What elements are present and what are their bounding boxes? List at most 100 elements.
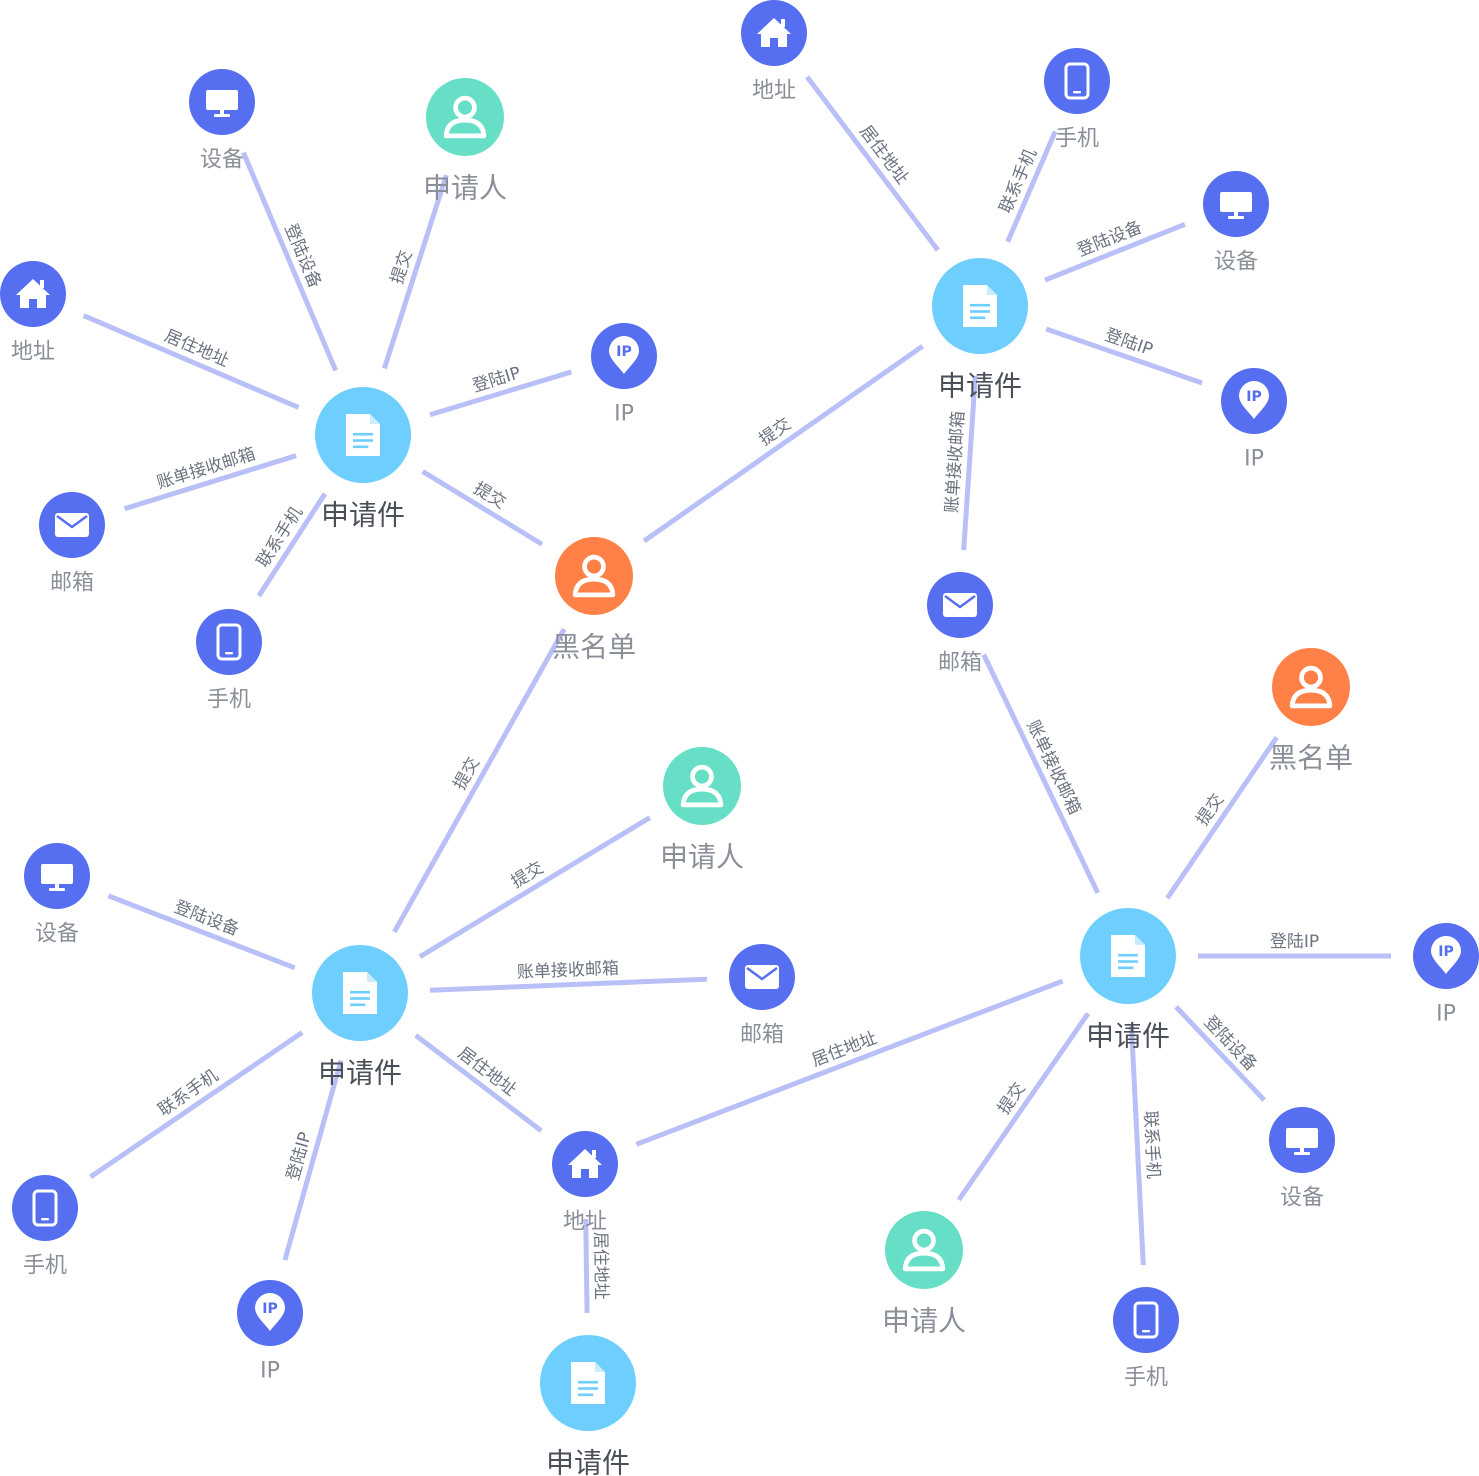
edge-line bbox=[414, 1033, 543, 1133]
node-ip-ip3[interactable]: IP IP bbox=[237, 1280, 303, 1384]
edge-app1-mail1: 账单接收邮箱 bbox=[123, 444, 297, 512]
ip-glyph: IP bbox=[1246, 389, 1261, 405]
node-email-mail2[interactable]: 邮箱 bbox=[927, 572, 993, 676]
edge-line bbox=[805, 75, 940, 252]
node-applicant-ap1[interactable]: 申请人 bbox=[423, 78, 507, 205]
node-label: 申请件 bbox=[546, 1447, 630, 1476]
edge-app4-ap3: 提交 bbox=[956, 1012, 1091, 1202]
node-label: 手机 bbox=[23, 1254, 67, 1279]
edge-line bbox=[1174, 1005, 1267, 1102]
node-application-app2[interactable]: 申请件 bbox=[932, 258, 1028, 403]
node-label: 手机 bbox=[1124, 1366, 1168, 1391]
node-label: 邮箱 bbox=[938, 651, 982, 676]
node-application-app4[interactable]: 申请件 bbox=[1080, 908, 1176, 1053]
phone-icon bbox=[32, 1189, 58, 1227]
edge-label: 登陆IP bbox=[470, 363, 523, 396]
envelope-icon bbox=[55, 513, 89, 537]
node-application-app3[interactable]: 申请件 bbox=[312, 945, 408, 1090]
edge-app3-addr3: 居住地址 bbox=[414, 1033, 543, 1133]
edge-bl1-app2: 提交 bbox=[642, 344, 925, 544]
node-blacklist-bl2[interactable]: 黑名单 bbox=[1269, 648, 1353, 775]
node-phone-ph4[interactable]: 手机 bbox=[1113, 1287, 1179, 1391]
edge-mail2-app4: 账单接收邮箱 bbox=[981, 653, 1101, 894]
edge-line bbox=[956, 1012, 1091, 1202]
node-phone-ph2[interactable]: 手机 bbox=[1044, 48, 1110, 152]
node-label: 邮箱 bbox=[740, 1023, 784, 1048]
ip-pin-icon: IP bbox=[255, 1293, 285, 1331]
envelope-icon bbox=[745, 965, 779, 989]
person-icon bbox=[902, 1228, 946, 1272]
monitor-icon bbox=[1286, 1128, 1318, 1155]
edge-line bbox=[429, 976, 708, 993]
node-device-dev4[interactable]: 设备 bbox=[1269, 1107, 1335, 1211]
node-circle[interactable] bbox=[196, 609, 262, 675]
person-icon bbox=[443, 95, 487, 139]
edge-line bbox=[961, 375, 978, 551]
edge-label: 提交 bbox=[508, 858, 547, 893]
document-icon bbox=[571, 1362, 605, 1404]
node-phone-ph1[interactable]: 手机 bbox=[196, 609, 262, 713]
node-label: 申请件 bbox=[1086, 1020, 1170, 1053]
node-device-dev1[interactable]: 设备 bbox=[189, 69, 255, 173]
edge-line bbox=[1005, 130, 1058, 243]
edge-label: 登陆IP bbox=[1270, 932, 1319, 952]
edge-line bbox=[89, 1030, 304, 1180]
edge-label: 联系手机 bbox=[1140, 1110, 1163, 1179]
node-label: 地址 bbox=[11, 340, 55, 365]
phone-icon bbox=[216, 623, 242, 661]
house-icon bbox=[568, 1149, 602, 1178]
ip-pin-icon: IP bbox=[1239, 381, 1269, 419]
node-circle[interactable] bbox=[1044, 48, 1110, 114]
edge-line bbox=[123, 453, 297, 512]
edge-label: 居住地址 bbox=[590, 1232, 611, 1300]
edge-line bbox=[429, 369, 573, 418]
node-label: 申请件 bbox=[321, 499, 405, 532]
ip-pin-icon: IP bbox=[609, 336, 639, 374]
node-email-mail1[interactable]: 邮箱 bbox=[39, 492, 105, 596]
node-label: 黑名单 bbox=[552, 631, 636, 664]
node-label: IP bbox=[1244, 447, 1264, 472]
node-ip-ip1[interactable]: IP IP bbox=[591, 323, 657, 427]
node-applicant-ap2[interactable]: 申请人 bbox=[660, 747, 744, 874]
edge-label: 提交 bbox=[1193, 790, 1229, 829]
edge-app4-bl2: 提交 bbox=[1165, 736, 1279, 900]
node-application-app1[interactable]: 申请件 bbox=[315, 387, 411, 532]
edge-line bbox=[256, 492, 328, 598]
node-address-addr1[interactable]: 地址 bbox=[0, 261, 66, 365]
node-blacklist-bl1[interactable]: 黑名单 bbox=[552, 537, 636, 664]
node-label: 设备 bbox=[1214, 250, 1258, 275]
node-phone-ph3[interactable]: 手机 bbox=[12, 1175, 78, 1279]
ip-glyph: IP bbox=[1438, 944, 1453, 960]
node-circle[interactable] bbox=[1113, 1287, 1179, 1353]
edge-line bbox=[981, 653, 1101, 894]
node-circle[interactable] bbox=[12, 1175, 78, 1241]
node-label: IP bbox=[614, 402, 634, 427]
node-applicant-ap3[interactable]: 申请人 bbox=[882, 1211, 966, 1338]
node-address-addr3[interactable]: 地址 bbox=[552, 1131, 618, 1235]
edge-label: 提交 bbox=[756, 414, 795, 450]
edge-line bbox=[635, 978, 1064, 1147]
edge-app3-ip3: 登陆IP bbox=[282, 1059, 344, 1261]
edge-app1-ph1: 联系手机 bbox=[253, 492, 328, 598]
edge-line bbox=[1044, 222, 1186, 283]
node-label: 申请人 bbox=[660, 841, 744, 874]
node-label: 黑名单 bbox=[1269, 742, 1353, 775]
phone-icon bbox=[1133, 1301, 1159, 1339]
edge-line bbox=[392, 627, 567, 934]
node-device-dev3[interactable]: 设备 bbox=[24, 843, 90, 947]
edge-line bbox=[642, 344, 925, 544]
node-ip-ip2[interactable]: IP IP bbox=[1221, 368, 1287, 472]
edge-line bbox=[381, 174, 449, 370]
node-device-dev2[interactable]: 设备 bbox=[1203, 171, 1269, 275]
node-label: IP bbox=[260, 1359, 280, 1384]
node-email-mail3[interactable]: 邮箱 bbox=[729, 944, 795, 1048]
edge-addr3-app4: 居住地址 bbox=[635, 978, 1064, 1147]
edge-app2-ip2: 登陆IP bbox=[1045, 325, 1203, 386]
person-icon bbox=[572, 554, 616, 598]
edge-line bbox=[421, 469, 544, 547]
monitor-icon bbox=[206, 90, 238, 117]
node-application-app5[interactable]: 申请件 bbox=[540, 1335, 636, 1476]
node-address-addr2[interactable]: 地址 bbox=[741, 0, 807, 104]
